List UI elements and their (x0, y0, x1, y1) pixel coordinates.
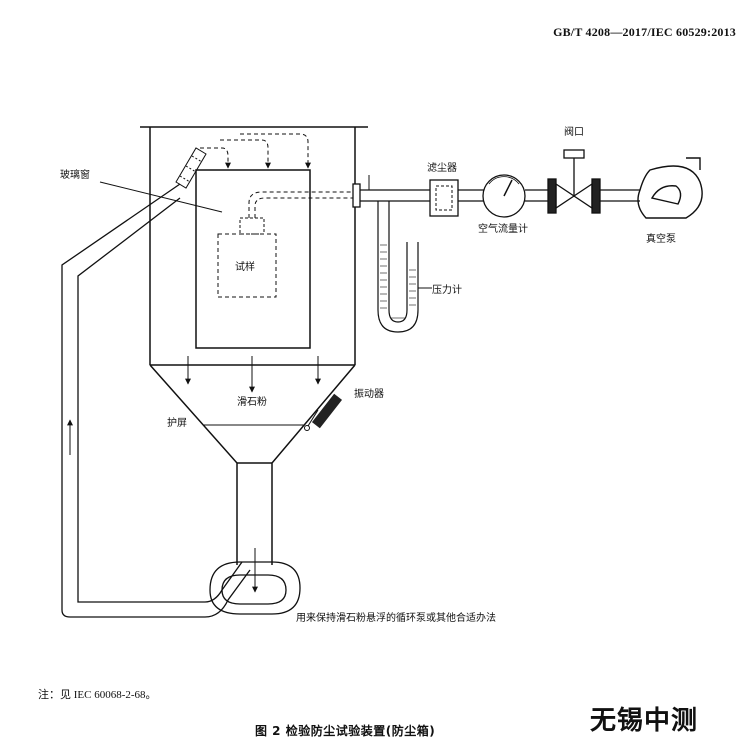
label-manometer: 压力计 (432, 283, 462, 296)
watermark: 无锡中测 (590, 706, 699, 736)
glass-window (195, 169, 311, 349)
airflow-meter (482, 174, 548, 218)
specimen-connector (239, 217, 265, 235)
label-specimen: 试样 (235, 260, 255, 273)
chamber-shell (140, 126, 368, 565)
label-circulation-note: 用来保持滑石粉悬浮的循环泵或其他合适办法 (296, 611, 496, 624)
outlet-pipe (352, 175, 430, 208)
vibrator (304, 393, 343, 431)
label-valve: 阀口 (564, 125, 584, 138)
dust-inlet-nozzle (175, 147, 207, 189)
circulation-loop (61, 183, 301, 618)
label-airflow-meter: 空气流量计 (478, 222, 528, 235)
talc-fall-arrows (185, 356, 321, 393)
dust-flow-arrows (200, 133, 311, 169)
footnote: 注：见 IEC 60068-2-68。 (38, 689, 157, 701)
vacuum-pump (637, 157, 703, 219)
dust-filter (429, 179, 484, 217)
leader-lines (99, 181, 432, 289)
figure-caption: 图 2 检验防尘试验装置(防尘箱) (255, 724, 436, 738)
label-talc-powder: 滑石粉 (237, 395, 267, 408)
label-glass-window: 玻璃窗 (60, 168, 90, 181)
valve (547, 149, 640, 214)
label-screen: 护屏 (167, 416, 187, 429)
standard-header: GB/T 4208—2017/IEC 60529:2013 (553, 25, 736, 39)
label-vibrator: 振动器 (354, 387, 384, 400)
specimen-suction-tube-inner (248, 191, 355, 218)
specimen-suction-tube-outer (254, 197, 355, 218)
manometer (377, 201, 419, 333)
label-vacuum-pump: 真空泵 (646, 232, 676, 245)
label-dust-filter: 滤尘器 (427, 161, 457, 174)
